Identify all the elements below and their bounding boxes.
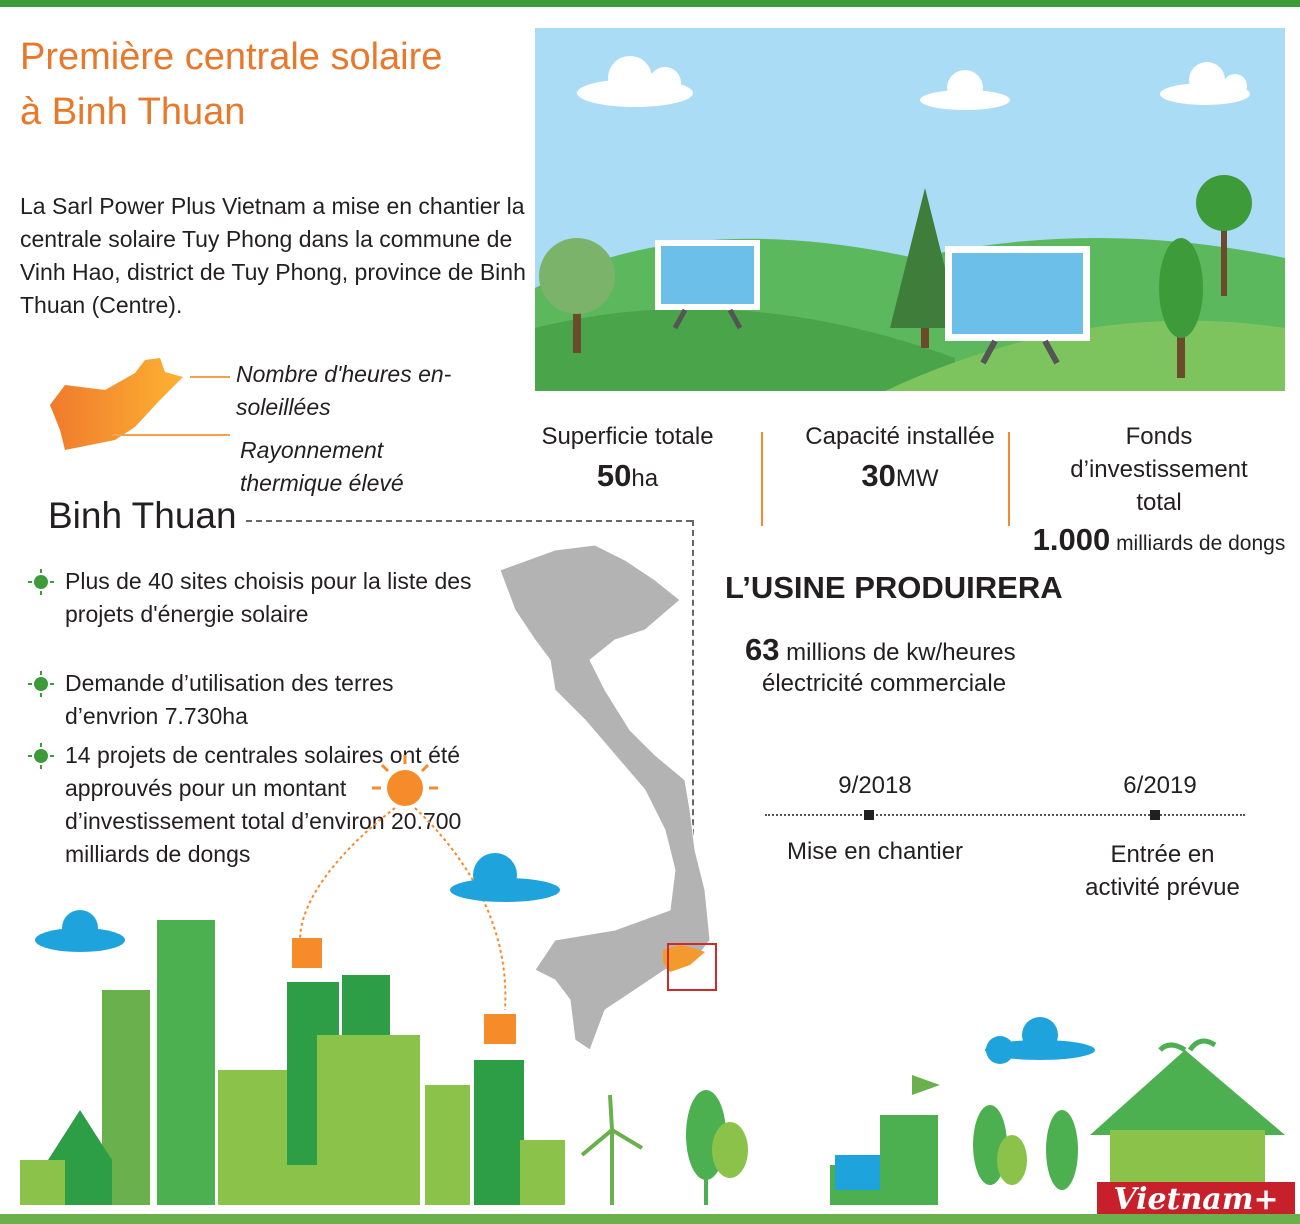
sun-icon — [28, 569, 54, 595]
pine-tree-icon — [890, 188, 960, 348]
sun-icon — [28, 743, 54, 769]
sun-icon — [372, 755, 438, 806]
bullet-text: Demande d’utilisation des terres d’envri… — [65, 670, 394, 729]
production-unit: millions de kw/heures — [779, 639, 1016, 666]
solar-panel-icon — [292, 938, 516, 1044]
tree-icon — [973, 1105, 1078, 1190]
stat-unit: ha — [631, 465, 659, 492]
timeline-label: Entrée en activité prévue — [1085, 841, 1240, 901]
divider — [1008, 432, 1010, 526]
binh-thuan-shape — [50, 358, 230, 450]
intro-text: La Sarl Power Plus Vietnam a mise en cha… — [20, 193, 526, 318]
production-line-1: 63 millions de kw/heures — [745, 632, 1016, 668]
stat-value: 50 — [596, 458, 632, 493]
cloud-icon — [35, 853, 1095, 1064]
top-bar — [0, 0, 1300, 7]
stat-label: Capacité installée — [805, 423, 995, 450]
stat-capacity: Capacité installée 30MW — [790, 420, 1010, 495]
stat-value: 1.000 — [1032, 522, 1111, 557]
stat-value: 30 — [861, 458, 896, 493]
bullet-text: 14 projets de centrales solaires ont été… — [65, 742, 462, 867]
bottom-bar — [0, 1214, 1300, 1224]
bullet-item: Plus de 40 sites choisis pour la liste d… — [28, 565, 508, 631]
tree-icon — [1196, 175, 1252, 296]
production-line-2: électricité commerciale — [762, 670, 1007, 697]
timeline-marker — [864, 810, 874, 820]
divider — [761, 432, 763, 526]
stat-investment: Fonds d’investissement total 1.000 milli… — [1014, 420, 1300, 560]
green-city-illustration — [20, 755, 1285, 1205]
wind-turbine-icon — [580, 1094, 644, 1205]
solar-panel-icon — [655, 240, 760, 330]
cloud-icon — [577, 56, 1250, 110]
tree-icon — [1159, 238, 1203, 378]
stat-area: Superficie totale 50ha — [525, 420, 730, 495]
timeline-date: 9/2018 — [838, 772, 912, 799]
bullet-item: Demande d’utilisation des terres d’envri… — [28, 667, 508, 733]
timeline-line — [765, 814, 1245, 816]
production-heading: L’USINE PRODUIRERA — [725, 570, 1063, 605]
dotted-connector — [246, 520, 692, 522]
timeline-marker — [1150, 810, 1160, 820]
tree-icon — [539, 238, 615, 353]
legend-sunshine-hours: Nombre d'heures en-soleillées — [236, 361, 452, 420]
eco-house-icon — [1090, 1038, 1285, 1205]
dotted-connector-vertical — [692, 520, 694, 945]
region-name: Binh Thuan — [48, 495, 237, 536]
title-line-1: Première centrale solaire — [20, 36, 443, 78]
stat-unit: MW — [895, 465, 939, 492]
bullet-item: 14 projets de centrales solaires ont été… — [28, 739, 508, 871]
stat-unit: milliards de dongs — [1110, 532, 1286, 555]
sun-icon — [28, 671, 54, 697]
vietnam-plus-logo: Vietnam+ — [1097, 1182, 1295, 1218]
solar-farm-illustration — [535, 28, 1285, 391]
timeline-label: Mise en chantier — [786, 838, 964, 865]
bullet-text: Plus de 40 sites choisis pour la liste d… — [65, 568, 472, 627]
solar-panel-icon — [945, 246, 1090, 365]
timeline-date: 6/2019 — [1123, 772, 1197, 799]
stat-label: Fonds d’investissement total — [1070, 423, 1248, 516]
stat-label: Superficie totale — [541, 423, 714, 450]
production-value: 63 — [745, 632, 780, 667]
tree-icon — [686, 1090, 748, 1205]
legend-thermal-radiation: Rayonnement thermique élevé — [240, 437, 404, 496]
factory-icon — [830, 1075, 940, 1205]
page-title: Première centrale solaire à Binh Thuan — [20, 30, 442, 140]
title-line-2: à Binh Thuan — [20, 91, 246, 133]
vietnam-map — [499, 544, 717, 1051]
